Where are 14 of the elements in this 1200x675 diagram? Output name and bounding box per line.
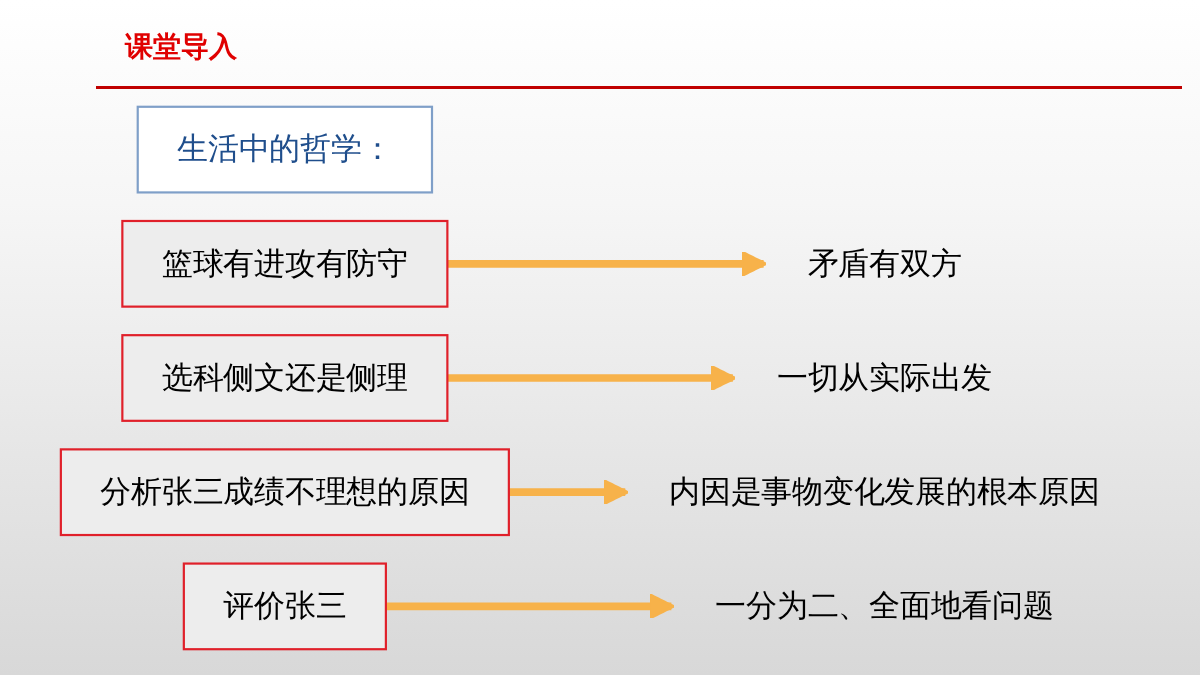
slide-title: 课堂导入: [125, 30, 237, 64]
node-box: 评价张三: [182, 562, 387, 651]
arrow: [385, 593, 675, 620]
arrow: [447, 364, 737, 392]
arrow: [508, 478, 629, 506]
node-box: 篮球有进攻有防守: [121, 219, 449, 308]
node-text: 矛盾有双方: [807, 245, 962, 282]
node-box: 分析张三成绩不理想的原因: [59, 448, 510, 537]
node-text: 一分为二、全面地看问题: [715, 587, 1054, 624]
node-box: 选科侧文还是侧理: [121, 334, 449, 422]
node-box: 生活中的哲学：: [136, 105, 434, 194]
arrow: [447, 250, 768, 278]
node-text: 内因是事物变化发展的根本原因: [669, 473, 1100, 510]
node-text: 一切从实际出发: [776, 359, 992, 396]
